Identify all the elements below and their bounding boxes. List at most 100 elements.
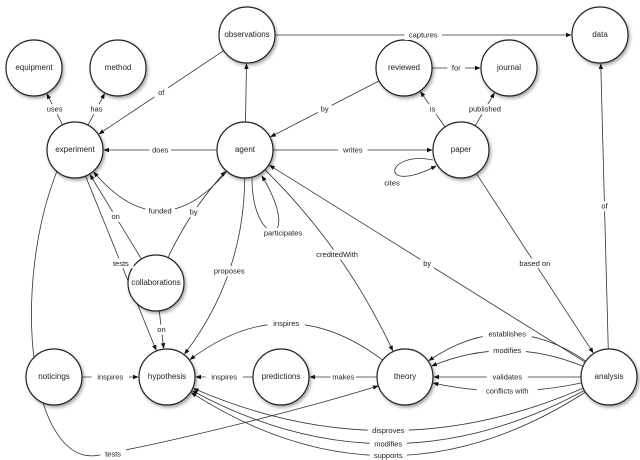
node-circle[interactable] bbox=[480, 39, 538, 97]
edge-label-text: proposes bbox=[214, 267, 245, 276]
edge-label: captures bbox=[404, 30, 442, 40]
node-reviewed[interactable]: reviewed bbox=[375, 39, 433, 97]
edge-label-text: has bbox=[90, 105, 102, 114]
node-circle[interactable] bbox=[580, 348, 638, 406]
nodes-layer: observations data equipment method reviewed j… bbox=[5, 6, 638, 406]
edge-label-text: of bbox=[158, 88, 165, 97]
node-circle[interactable] bbox=[138, 348, 196, 406]
node-circle[interactable] bbox=[432, 121, 490, 179]
edge-label: for bbox=[447, 63, 466, 73]
node-label: journal bbox=[496, 63, 521, 72]
edge-labels-layer: captures of uses has does by for is published wri… bbox=[43, 30, 612, 460]
node-agent[interactable]: agent bbox=[216, 121, 274, 179]
edge-label-text: conflicts with bbox=[486, 386, 529, 395]
edge-label: supports bbox=[369, 450, 407, 460]
node-label: analysis bbox=[595, 372, 624, 381]
node-label: agent bbox=[235, 145, 256, 154]
node-circle[interactable] bbox=[375, 39, 433, 97]
edge-label-text: uses bbox=[47, 105, 63, 114]
edge-label: on bbox=[154, 324, 169, 335]
edge-label: establishes bbox=[482, 328, 532, 339]
edge-label-text: funded bbox=[149, 206, 172, 215]
node-data[interactable]: data bbox=[571, 6, 629, 64]
edge-label: writes bbox=[338, 145, 368, 155]
edge-label-text: for bbox=[452, 63, 461, 72]
edge-label-text: does bbox=[152, 145, 169, 154]
edge-label: by bbox=[420, 258, 435, 269]
edge-label-text: makes bbox=[332, 372, 354, 381]
edge-label: modifies bbox=[369, 438, 407, 449]
edge-label: is bbox=[425, 104, 440, 115]
node-circle[interactable] bbox=[89, 39, 147, 97]
node-circle[interactable] bbox=[216, 121, 274, 179]
node-circle[interactable] bbox=[218, 6, 276, 64]
edge-paper-cites-paper bbox=[394, 158, 437, 177]
node-noticings[interactable]: noticings bbox=[25, 348, 83, 406]
node-analysis[interactable]: analysis bbox=[580, 348, 638, 406]
edge-label-text: by bbox=[321, 104, 329, 113]
node-circle[interactable] bbox=[252, 348, 310, 406]
edge-label: does bbox=[149, 145, 172, 155]
edge-line bbox=[251, 175, 280, 232]
node-circle[interactable] bbox=[25, 348, 83, 406]
node-paper[interactable]: paper bbox=[432, 121, 490, 179]
node-label: observations bbox=[224, 30, 269, 39]
edge-line bbox=[244, 63, 249, 123]
edge-label: of bbox=[154, 87, 169, 98]
node-equipment[interactable]: equipment bbox=[5, 39, 63, 97]
edge-label-text: inspires bbox=[97, 372, 123, 381]
edge-label: based on bbox=[516, 258, 554, 269]
edge-label: validates bbox=[486, 372, 528, 382]
edge-label: inspires bbox=[91, 372, 129, 382]
node-circle[interactable] bbox=[571, 6, 629, 64]
edge-label-text: by bbox=[423, 259, 431, 268]
node-hypothesis[interactable]: hypothesis bbox=[138, 348, 196, 406]
edge-line bbox=[93, 171, 228, 212]
edge-label: of bbox=[597, 201, 612, 212]
node-label: reviewed bbox=[388, 63, 420, 72]
edge-label-text: published bbox=[469, 105, 501, 114]
edge-label: modifies bbox=[488, 345, 526, 356]
edge-agent-participates-agent bbox=[251, 175, 280, 232]
edge-line bbox=[31, 170, 379, 457]
node-label: hypothesis bbox=[148, 372, 186, 381]
edge-label: by bbox=[317, 103, 332, 114]
node-circle[interactable] bbox=[376, 348, 434, 406]
edge-label-text: inspires bbox=[211, 372, 237, 381]
edge-label: participates bbox=[256, 228, 310, 238]
edge-label: tests bbox=[108, 258, 134, 269]
node-method[interactable]: method bbox=[89, 39, 147, 97]
edge-label: disproves bbox=[367, 425, 409, 436]
node-observations[interactable]: observations bbox=[218, 6, 276, 64]
edge-label-text: captures bbox=[409, 30, 438, 39]
edge-label: proposes bbox=[210, 266, 248, 277]
node-label: method bbox=[105, 63, 132, 72]
edge-label: conflicts with bbox=[476, 386, 538, 397]
node-circle[interactable] bbox=[5, 39, 63, 97]
edge-label-text: based on bbox=[519, 259, 550, 268]
node-label: paper bbox=[451, 145, 472, 154]
node-circle[interactable] bbox=[46, 121, 104, 179]
edge-label-text: of bbox=[601, 202, 608, 211]
node-collaborations[interactable]: collaborations bbox=[127, 254, 185, 312]
node-label: theory bbox=[394, 372, 416, 381]
edge-label-text: cites bbox=[384, 178, 400, 187]
edge-label-text: validates bbox=[492, 372, 522, 381]
edge-label-text: inspires bbox=[273, 319, 299, 328]
edge-label-text: on bbox=[111, 212, 119, 221]
edge-label-text: participates bbox=[264, 228, 303, 237]
node-experiment[interactable]: experiment bbox=[46, 121, 104, 179]
node-label: predictions bbox=[262, 372, 301, 381]
node-circle[interactable] bbox=[127, 254, 185, 312]
edge-agent-funded-experiment bbox=[93, 171, 228, 212]
edge-label: published bbox=[464, 104, 506, 115]
node-theory[interactable]: theory bbox=[376, 348, 434, 406]
edge-label-text: modifies bbox=[493, 346, 521, 355]
edge-label: creditedWith bbox=[310, 249, 364, 260]
node-journal[interactable]: journal bbox=[480, 39, 538, 97]
node-predictions[interactable]: predictions bbox=[252, 348, 310, 406]
edge-label-text: modifies bbox=[374, 439, 402, 448]
edge-label-text: creditedWith bbox=[316, 250, 358, 259]
